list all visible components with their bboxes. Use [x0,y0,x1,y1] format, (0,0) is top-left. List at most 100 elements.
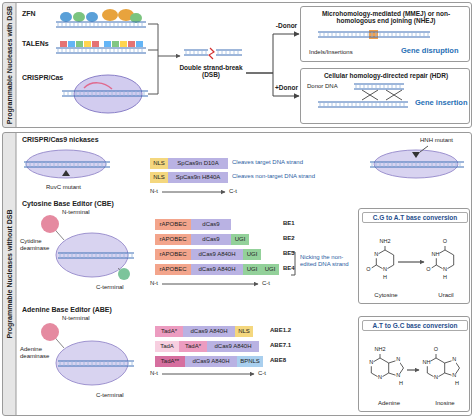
atom-symbol: N [452,373,457,379]
segment-label: dCas9 A840H [188,326,229,337]
box-text: Indels/Insertions [309,49,379,56]
terminus-label: C-t [229,188,237,195]
indel-mark [369,30,378,39]
section-heading: Cytosine Base Editor (CBE) [22,200,114,208]
zfn-figure [60,9,142,23]
construct-segment: UGI [231,234,249,245]
dna-strand [56,22,146,27]
part-label: RuvC mutant [46,184,81,191]
section-panel: Programmable Nucleases with DSBDouble st… [2,2,472,128]
section-heading: Adenine Base Editor (ABE) [22,306,112,314]
atom-symbol: N [452,357,457,363]
construct-segment: UGI [243,249,261,260]
box-text: Inosine [425,400,465,407]
connector-arrow [246,73,299,96]
segment-label: NLS [151,158,167,169]
merge-arrow [158,56,180,57]
construct-segment: TadA* [179,341,207,352]
construct-name: ABE7.1 [270,342,291,349]
part-label: Adenine deaminase [20,346,54,360]
construct-segment: rAPOBEC [155,234,191,245]
atom-symbol: O [442,239,447,245]
segment-label: BPNLS [238,356,262,367]
box-heading: A.T to G.C base conversion [362,320,468,331]
construct-name: BE2 [283,235,295,242]
atom-symbol: NH [422,360,431,366]
atom-symbol: N [396,357,401,363]
atom-symbol: H [399,381,404,387]
section-heading: Programmable Nucleases without DSB [3,133,16,415]
atom-symbol: N [369,360,374,366]
dna-strand [354,84,404,89]
deaminase [41,215,59,233]
box-text: Adenine [369,400,409,407]
nuclease-name: ZFN [22,10,36,18]
terminus-label: N-t [150,280,158,287]
merge-bracket [148,24,158,94]
edge-label: -Donor [275,22,298,29]
dna-strand [56,48,146,53]
conversion-arrow [407,370,419,371]
segment-label: dCas9 A840H [190,356,231,367]
atom-symbol: H [455,381,460,387]
direction-arrow [162,284,258,285]
conversion-arrow [398,262,424,263]
atom-symbol: N [383,267,388,273]
atom-symbol: N [434,375,439,381]
part-label: N-terminal [62,209,90,216]
atom-symbol: H [383,275,388,281]
break-mark [209,48,214,59]
construct-segment: NLS [235,326,253,337]
atom-symbol: N [378,375,383,381]
construct-segment: UGI [243,264,261,275]
segment-label: rAPOBEC [157,219,188,230]
construct-segment: dCas9 A840H [191,249,243,260]
construct-name: ABE8 [270,357,286,364]
segment-label: UGI [233,234,248,245]
dna-strand [58,361,134,366]
dna-strand [184,50,208,55]
ruvc-mark [62,170,70,176]
base-structure [371,354,403,378]
construct-segment: NLS [150,158,168,169]
construct-segment: TadA** [155,356,185,367]
box-heading: Double strand-break (DSB) [176,64,246,79]
part-label: C-terminal [96,392,124,399]
box-text: Gene disruption [401,47,467,56]
dna-strand [58,253,134,258]
dna-strand [62,91,148,96]
box-heading: Cellular homology-directed repair (HDR) [305,72,467,79]
construct-name: BE1 [283,220,295,227]
construct-name: BE3 [283,250,295,257]
atom-symbol: NH2 [374,347,386,353]
note: Nicking the non-edited DNA strand [300,254,354,268]
terminus-label: C-t [262,280,270,287]
nuclease-name: CRISPR/Cas [22,74,63,82]
recombination-cross [362,90,402,100]
section-heading: CRISPR/Cas9 nickases [22,136,99,144]
segment-label: NLS [236,326,252,337]
part-label: N-terminal [62,315,90,322]
dsb-node: Double strand-break (DSB) [176,64,246,82]
atom-symbol: O [433,347,438,353]
guide-rna [84,83,112,89]
cas-protein [56,233,128,277]
segment-label: TadA* [183,341,203,352]
construct-segment: rAPOBEC [155,249,191,260]
segment-label: UGI [245,264,260,275]
dna-strand [370,162,464,167]
dna-strand [318,102,408,107]
base-structure [427,354,459,378]
construct-segment: SpCas9n H840A [168,172,228,183]
cas-protein [56,341,128,385]
nickase-protein [374,150,458,178]
construct-segment: rAPOBEC [155,264,191,275]
atom-symbol: NH2 [379,239,391,245]
construct-name: BE4 [283,265,295,272]
section-strip [3,133,16,415]
segment-label: UGI [245,249,260,260]
direction-arrow [162,192,225,193]
leader-line [420,146,428,152]
segment-label: dCas9 [200,219,221,230]
segment-label: dCas9 [200,234,221,245]
